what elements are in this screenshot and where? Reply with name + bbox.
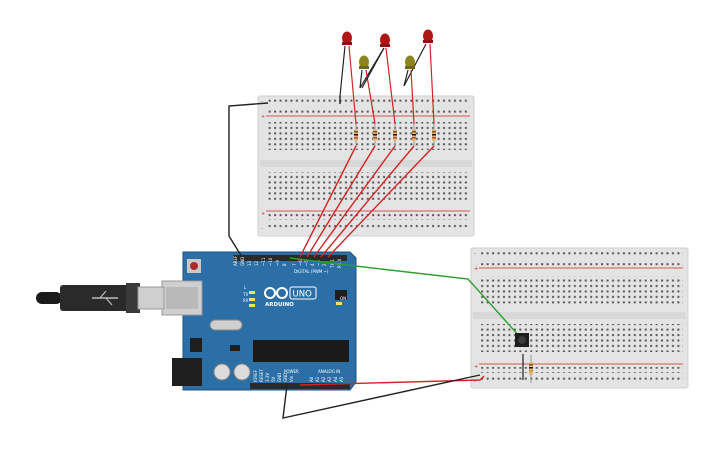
digital-label: DIGITAL (PWM ~): [294, 269, 329, 274]
svg-text:-: -: [474, 251, 476, 257]
svg-text:2: 2: [322, 263, 327, 266]
usb-logo-icon: [92, 290, 118, 306]
svg-text:A4: A4: [333, 376, 338, 382]
svg-text:+: +: [261, 211, 265, 217]
leds[interactable]: [339, 29, 435, 125]
l-label: L: [244, 285, 247, 290]
led-yellow-icon: [359, 55, 369, 69]
svg-text:+: +: [474, 364, 478, 370]
svg-text:8: 8: [282, 263, 287, 266]
svg-text:RX 0: RX 0: [337, 258, 342, 268]
svg-text:4: 4: [310, 263, 315, 266]
pulldown-resistor[interactable]: [529, 355, 533, 383]
svg-text:A2: A2: [321, 376, 326, 382]
svg-text:~9: ~9: [275, 260, 280, 266]
svg-text:+: +: [261, 114, 265, 120]
svg-text:13: 13: [247, 260, 252, 266]
svg-text:GND: GND: [277, 373, 282, 382]
svg-text:A0: A0: [309, 376, 314, 382]
push-button[interactable]: [515, 333, 529, 347]
led-red-icon: [423, 29, 433, 43]
svg-text:7: 7: [292, 263, 297, 266]
svg-text:~5: ~5: [304, 260, 309, 266]
svg-text:~3: ~3: [316, 260, 321, 266]
power-jack: [172, 358, 202, 386]
svg-text:RESET: RESET: [259, 369, 264, 382]
svg-text:+: +: [474, 266, 478, 272]
resistors[interactable]: [354, 124, 436, 146]
svg-text:5V: 5V: [271, 376, 276, 382]
breadboard-top[interactable]: - + + -: [257, 95, 475, 237]
arduino-logo-icon: [264, 287, 288, 299]
svg-text:-: -: [261, 99, 263, 105]
power-pin-labels: IOREF RESET 3.3V 5V GND GND Vin A0 A1 A2…: [253, 369, 344, 382]
breadboard-right[interactable]: - + + -: [470, 247, 689, 389]
arduino-uno-board[interactable]: UNO ARDUINO DIGITAL (PWM ~) POWER ANALOG…: [161, 251, 357, 391]
svg-text:A3: A3: [327, 376, 332, 382]
svg-text:GND: GND: [240, 257, 245, 266]
resistor: [432, 124, 436, 146]
resistor: [354, 124, 358, 146]
svg-text:Vin: Vin: [289, 375, 294, 382]
svg-text:-: -: [474, 379, 476, 385]
svg-text:~11: ~11: [261, 257, 266, 266]
svg-text:-: -: [261, 226, 263, 232]
board-brand: ARDUINO: [265, 302, 294, 308]
on-label: ON: [340, 296, 346, 301]
wires[interactable]: [228, 96, 524, 419]
svg-text:IOREF: IOREF: [253, 369, 258, 382]
led-yellow-icon: [405, 55, 415, 69]
resistor: [393, 124, 397, 146]
tx-label: TX: [242, 292, 248, 297]
rx-label: RX: [243, 298, 249, 303]
led-red-icon: [380, 33, 390, 47]
board-model: UNO: [293, 290, 313, 300]
resistor: [412, 124, 416, 146]
power-analog-header[interactable]: [250, 383, 350, 389]
svg-text:GND: GND: [283, 373, 288, 382]
resistor: [373, 124, 377, 146]
atmega-chip: [253, 340, 349, 362]
svg-text:12: 12: [254, 260, 259, 266]
svg-text:A5: A5: [339, 376, 344, 382]
power-label: POWER: [284, 369, 299, 374]
svg-text:3.3V: 3.3V: [265, 373, 270, 382]
analog-label: ANALOG IN: [318, 369, 340, 374]
svg-text:AREF: AREF: [233, 255, 238, 266]
svg-text:~6: ~6: [298, 260, 303, 266]
led-red-icon: [342, 31, 352, 45]
usb-cable[interactable]: [36, 283, 165, 313]
svg-text:~10: ~10: [268, 257, 273, 266]
svg-text:A1: A1: [315, 376, 320, 382]
